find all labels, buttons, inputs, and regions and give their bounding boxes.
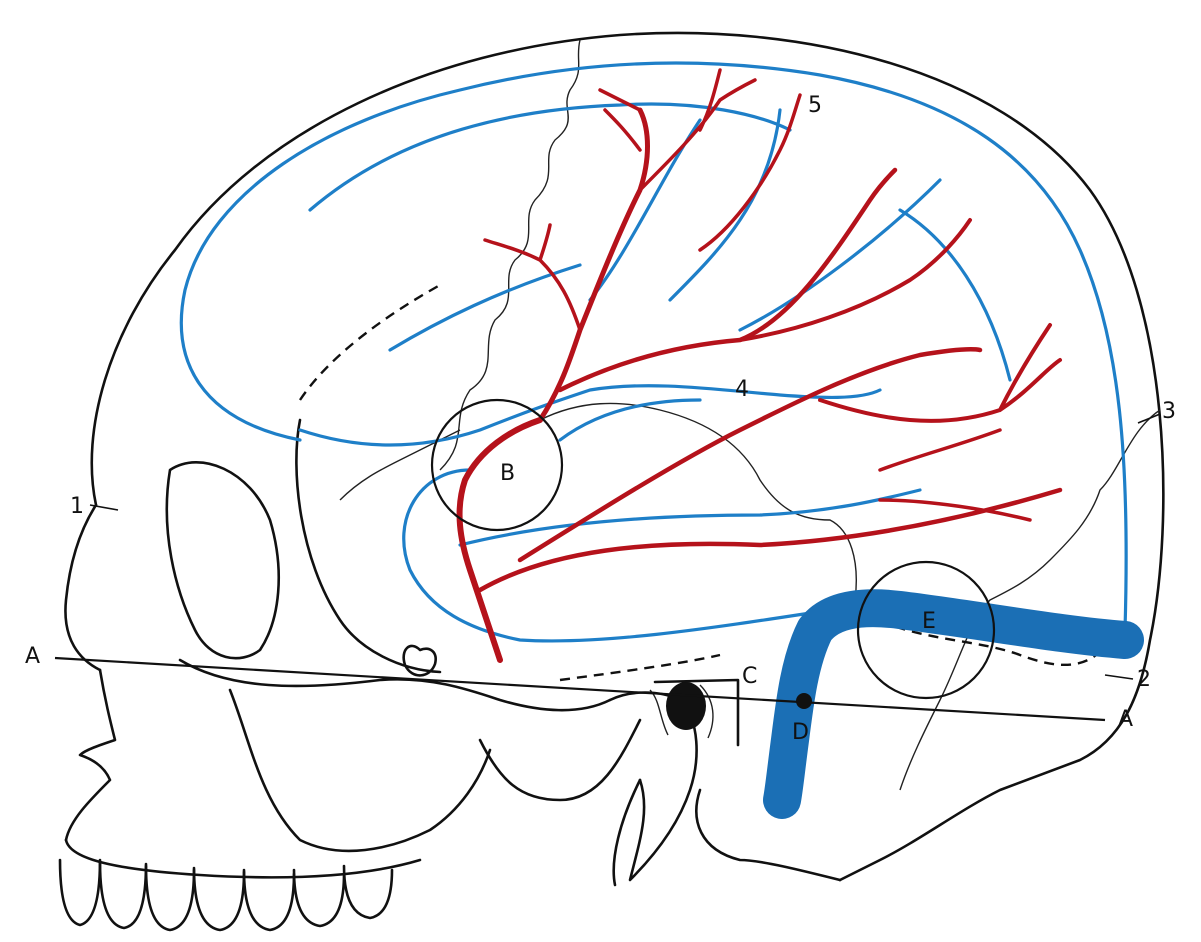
leader-1 (89, 504, 119, 511)
tooth (292, 868, 346, 928)
circle-e (856, 560, 996, 700)
middle-meningeal-artery (456, 68, 1063, 663)
artery-anterior-twig-1 (638, 68, 757, 192)
circle-b (430, 398, 564, 532)
point-d (796, 693, 812, 709)
dashed-contour-lower (559, 653, 721, 682)
brow-outline (64, 503, 102, 672)
veins (179, 61, 1144, 819)
lambdoid-suture (899, 409, 1161, 791)
vein-mid-temporal (458, 488, 922, 547)
tooth (58, 858, 102, 927)
label-4: 4 (735, 377, 749, 402)
tooth (242, 868, 296, 932)
artery-parietal-twig (698, 93, 802, 252)
artery-frontal-twig (483, 223, 582, 332)
teeth (58, 858, 394, 932)
vein-upper-temporal (558, 398, 702, 442)
vein-branch-upper (388, 263, 582, 352)
skull-outline (58, 31, 1165, 932)
label-a-right: A (1118, 707, 1133, 732)
artery-anterior-branch (537, 107, 650, 423)
temporal-line (295, 418, 442, 674)
maxilla-outline (64, 838, 422, 879)
vein-branch-occipital (898, 208, 1012, 382)
cheek-outline (228, 688, 492, 853)
nasal-outline (64, 668, 117, 842)
leader-3 (1137, 413, 1161, 424)
tooth (144, 864, 196, 932)
coronal-suture (439, 39, 581, 471)
mandible-ramus (478, 718, 642, 802)
transverse-sigmoid-sinus (763, 589, 1144, 819)
middle-vein-arc (298, 384, 882, 447)
labels: A A B C D E 1 2 3 4 5 (25, 93, 1176, 745)
tooth (192, 866, 246, 932)
sutures (339, 39, 1161, 791)
inner-vein-arc (308, 102, 792, 212)
tooth (98, 860, 148, 930)
line-a-a (54, 656, 1106, 722)
leader-2 (1104, 674, 1134, 680)
artery-anterior-twig-2 (598, 88, 642, 152)
label-e: E (922, 609, 936, 634)
artery-posterior-branch-2 (818, 323, 1062, 423)
label-3: 3 (1162, 399, 1176, 424)
artery-parietal-branch-2 (738, 218, 972, 342)
artery-posterior-twig (878, 428, 1032, 522)
dashed-contour-sinus (879, 618, 1111, 666)
vein-branch-parietal (668, 108, 782, 302)
label-1: 1 (70, 494, 84, 519)
label-c: C (742, 664, 757, 689)
dashed-contour-upper (299, 283, 441, 401)
artery-posterior-branch-1 (517, 346, 983, 563)
orbit-outline (165, 461, 280, 660)
label-2: 2 (1137, 667, 1151, 692)
ear-canal (666, 682, 706, 730)
vein-branch-posterior (738, 178, 942, 332)
occipital-base-outline (695, 788, 842, 882)
bracket-c (653, 678, 740, 747)
vein-loop-temporal (402, 468, 832, 643)
styloid-process (612, 778, 642, 887)
artery-trunk (456, 417, 543, 663)
label-b: B (500, 461, 515, 486)
squamosal-suture (539, 402, 857, 601)
tooth (342, 864, 394, 920)
artery-posterior-branch-3 (477, 487, 1063, 593)
superior-vein-arc (179, 61, 1128, 632)
sphenoid-outline (402, 644, 437, 677)
zygomatic-arch (178, 658, 612, 712)
label-d: D (792, 720, 809, 745)
label-a-left: A (25, 644, 40, 669)
label-5: 5 (808, 93, 822, 118)
artery-parietal-branch-1 (557, 167, 898, 393)
cranial-vault-outline (90, 31, 1165, 882)
